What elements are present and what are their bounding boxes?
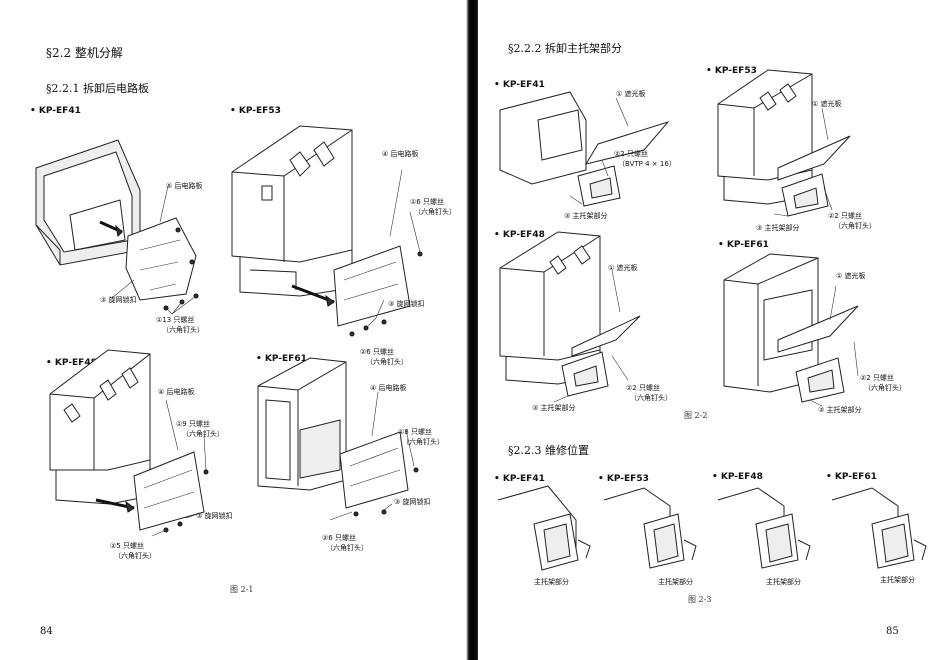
- r-diagram-ef61: [723, 253, 859, 407]
- r-ef41-label-screws-note: （BVTP 4 × 16）: [618, 160, 676, 168]
- svc-label-ef61: 主托架部分: [880, 576, 915, 584]
- r-model-label-ef48: • KP-EF48: [494, 230, 545, 240]
- r-ef61-label-bracket: ③ 主托架部分: [818, 406, 862, 414]
- figure-caption-2-3: 图 2-3: [688, 595, 712, 604]
- model-label-ef48: • KP-EF48: [46, 358, 97, 368]
- figure-caption-2-2: 图 2-2: [684, 411, 708, 420]
- r-ef48-label-shade: ① 遮光板: [608, 264, 638, 272]
- diagram-ef61: [257, 357, 419, 521]
- page-number-left: 84: [40, 626, 53, 637]
- subsection-heading-2-2-3: §2.2.3 维修位置: [508, 444, 589, 457]
- svc-label-ef41: 主托架部分: [534, 578, 569, 586]
- ef61-label-screws-2: ②6 只螺丝: [322, 534, 356, 542]
- ef48-label-screws-2-note: （六角钉头）: [114, 552, 156, 560]
- model-label-ef41: • KP-EF41: [30, 106, 81, 116]
- ef48-label-screws-1: ①9 只螺丝: [176, 420, 210, 428]
- ef53-label-latch: ③ 旋网锁扣: [388, 300, 425, 308]
- ef53-label-screws-1: ①6 只螺丝: [410, 198, 444, 206]
- svc-model-ef41: • KP-EF41: [494, 474, 545, 484]
- r-ef61-label-screws-note: （六角钉头）: [864, 384, 906, 392]
- ef48-label-board: ④ 后电路板: [158, 388, 195, 396]
- left-page: §2.2 整机分解 §2.2.1 拆卸后电路板 • KP-EF41 ⑤ 后电路板…: [0, 0, 470, 660]
- ef41-label-screws: ①13 只螺丝: [156, 316, 195, 324]
- ef61-label-screws-1-note: （六角钉头）: [402, 438, 444, 446]
- r-ef61-label-shade: ① 遮光板: [836, 272, 866, 280]
- r-ef48-label-screws-note: （六角钉头）: [630, 394, 672, 402]
- section-heading: §2.2 整机分解: [46, 46, 123, 60]
- r-ef41-label-bracket: ③ 主托架部分: [564, 212, 608, 220]
- ef48-label-screws-2: ②5 只螺丝: [110, 542, 144, 550]
- model-label-ef53: • KP-EF53: [230, 106, 281, 116]
- subsection-heading-2-2-2: §2.2.2 拆卸主托架部分: [508, 42, 622, 55]
- ef53-label-board: ④ 后电路板: [382, 150, 419, 158]
- ef61-label-latch: ③ 旋网锁扣: [394, 498, 431, 506]
- svc-diagram-ef41: [497, 485, 591, 571]
- r-ef48-label-screws: ②2 只螺丝: [626, 384, 660, 392]
- svc-diagram-ef53: [603, 487, 697, 569]
- diagram-ef41: [35, 139, 199, 315]
- service-position-diagrams: [497, 485, 927, 571]
- r-ef41-label-shade: ① 遮光板: [616, 90, 646, 98]
- book-spine-shadow: [466, 0, 480, 660]
- r-ef53-label-screws: ②2 只螺丝: [828, 212, 862, 220]
- svc-diagram-ef48: [717, 487, 811, 569]
- r-ef41-label-screws: ②2 只螺丝: [614, 150, 648, 158]
- ef48-label-screws-1-note: （六角钉头）: [182, 430, 224, 438]
- r-diagram-ef41: [499, 91, 670, 207]
- svc-label-ef53: 主托架部分: [658, 578, 693, 586]
- right-page: §2.2.2 拆卸主托架部分 • KP-EF41 ① 遮光板 ②2 只螺丝 （B…: [478, 0, 950, 660]
- r-ef48-label-bracket: ③ 主托架部分: [532, 404, 576, 412]
- svc-model-ef61: • KP-EF61: [826, 472, 877, 482]
- r-model-label-ef41: • KP-EF41: [494, 80, 545, 90]
- ef61-label-screws-1: ①8 只螺丝: [398, 428, 432, 436]
- svc-diagram-ef61: [831, 487, 927, 569]
- figure-caption-2-1: 图 2-1: [230, 585, 254, 594]
- r-model-label-ef53: • KP-EF53: [706, 66, 757, 76]
- ef41-label-latch: ③ 旋网锁扣: [100, 296, 137, 304]
- diagram-ef53: [231, 125, 423, 337]
- ef53-label-screws-2-note: （六角钉头）: [366, 358, 408, 366]
- diagram-ef48: [49, 349, 209, 537]
- ef61-label-screws-2-note: （六角钉头）: [326, 544, 368, 552]
- ef41-label-board: ⑤ 后电路板: [166, 182, 203, 190]
- ef61-label-board: ④ 后电路板: [370, 384, 407, 392]
- r-ef53-label-bracket: ③ 主托架部分: [756, 224, 800, 232]
- subsection-heading: §2.2.1 拆卸后电路板: [46, 82, 149, 95]
- r-ef53-label-screws-note: （六角钉头）: [834, 222, 876, 230]
- page-number-right: 85: [886, 626, 899, 637]
- r-diagram-ef53: [717, 69, 851, 217]
- r-ef61-label-screws: ②2 只螺丝: [860, 374, 894, 382]
- ef41-label-screws-note: （六角钉头）: [162, 326, 204, 334]
- ef48-label-latch: ③ 旋网锁扣: [196, 512, 233, 520]
- svc-model-ef48: • KP-EF48: [712, 472, 763, 482]
- svc-model-ef53: • KP-EF53: [598, 474, 649, 484]
- ef53-label-screws-2: ②6 只螺丝: [360, 348, 394, 356]
- model-label-ef61: • KP-EF61: [256, 354, 307, 364]
- ef53-label-screws-1-note: （六角钉头）: [414, 208, 456, 216]
- svc-label-ef48: 主托架部分: [766, 578, 801, 586]
- r-ef53-label-shade: ① 遮光板: [812, 100, 842, 108]
- r-model-label-ef61: • KP-EF61: [718, 240, 769, 250]
- r-diagram-ef48: [499, 231, 641, 403]
